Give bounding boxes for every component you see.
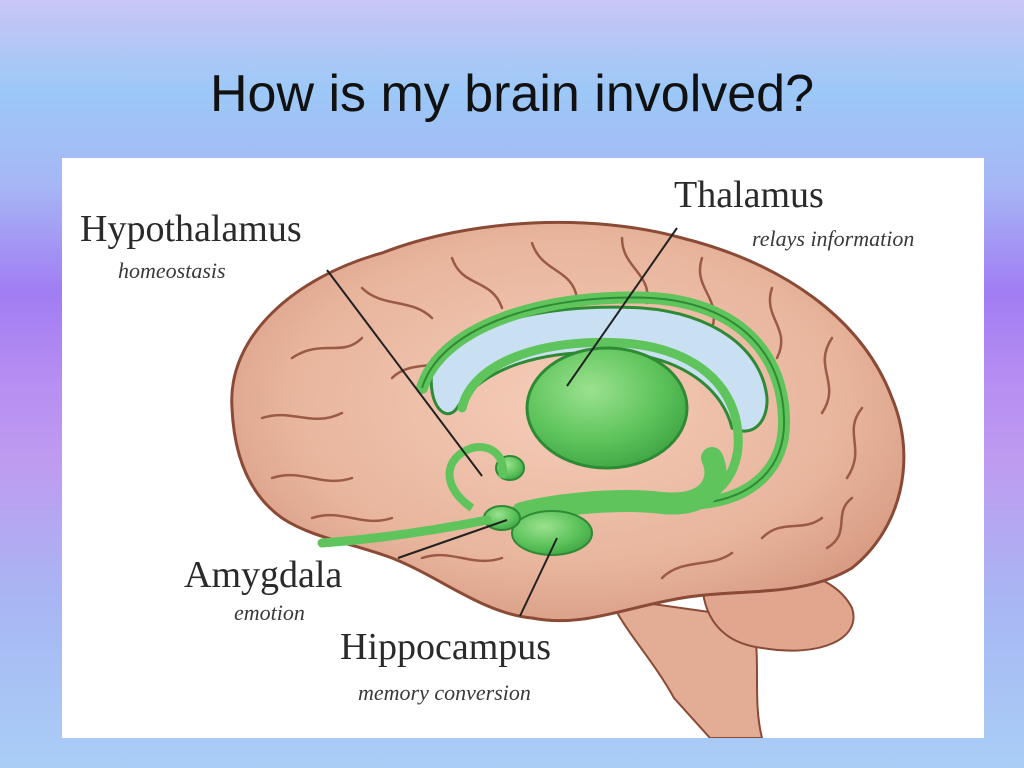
label-hippocampus-function: memory conversion (358, 680, 531, 705)
label-amygdala: Amygdala (184, 554, 343, 596)
slide-title: How is my brain involved? (209, 65, 815, 123)
hippocampus-structure (511, 447, 727, 524)
label-thalamus: Thalamus (674, 174, 824, 216)
leader-line-amygdala (397, 519, 508, 559)
olfactory-tract (317, 515, 492, 548)
label-hypothalamus: Hypothalamus (80, 208, 302, 250)
amygdala-structure (511, 510, 593, 556)
leader-line-thalamus (566, 227, 678, 387)
brain-diagram: Hypothalamus homeostasis Thalamus relays… (62, 158, 984, 738)
thalamus-structure (525, 346, 689, 470)
label-thalamus-function: relays information (752, 226, 915, 251)
label-hippocampus: Hippocampus (340, 626, 552, 668)
label-amygdala-function: emotion (234, 600, 305, 625)
leader-line-hypothalamus (326, 269, 483, 477)
leader-line-hippocampus (519, 537, 558, 617)
leader-lines (326, 227, 678, 617)
label-hypothalamus-function: homeostasis (118, 258, 226, 283)
gyri-folds (260, 236, 864, 580)
lower-limbic-loop (445, 443, 507, 512)
brain-illustration (230, 220, 906, 738)
